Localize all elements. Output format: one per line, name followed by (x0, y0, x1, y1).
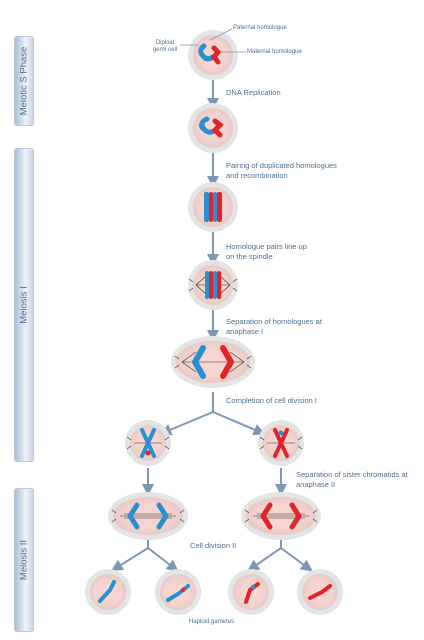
lineup-label-1: Homologue pairs line up (226, 242, 307, 251)
cell-lineup (188, 260, 238, 310)
pairing-label-2: and recombination (226, 171, 288, 180)
cell-anaphase-2-blue (108, 492, 188, 540)
paternal-homologue-label: Paternal homologue (233, 25, 287, 31)
pairing-label-1: Pairing of duplicated homologues (226, 161, 337, 170)
cell-daughter-red (258, 420, 304, 466)
maternal-homologue-label: Maternal homologue (247, 49, 302, 55)
cell-replicated (188, 103, 238, 153)
separation-label-2: anaphase I (226, 327, 264, 336)
phase-bar-s: Meiotic S Phase (14, 36, 34, 126)
gamete-2 (155, 569, 201, 615)
sister-label-1: Separation of sister chromatids at (296, 470, 408, 479)
cell-anaphase-2-red (241, 492, 321, 540)
cell-anaphase-1 (171, 336, 255, 388)
haploid-gametes-label: Haploid gametes (189, 619, 235, 625)
flow-arrows (110, 80, 313, 572)
diploid-germ-cell-label: Diploid germ cell (152, 40, 178, 53)
cell-pairing (188, 182, 238, 232)
cell-daughter-blue (125, 420, 171, 466)
gamete-1 (85, 569, 131, 615)
dna-replication-label: DNA Replication (226, 88, 281, 97)
sister-label-2: anaphase II (296, 480, 336, 489)
phase-bar-meiosis-2: Meiosis II (14, 488, 34, 632)
phase-bar-meiosis-1: Meiosis I (14, 148, 34, 462)
completion-label: Completion of cell division I (226, 396, 317, 405)
gamete-3 (228, 569, 274, 615)
gamete-4 (297, 569, 343, 615)
separation-label-1: Separation of homologues at (226, 317, 322, 326)
cell-division-2-label: Cell division II (190, 541, 237, 550)
cell-diploid (180, 28, 246, 80)
lineup-label-2: on the spindle (226, 252, 273, 261)
